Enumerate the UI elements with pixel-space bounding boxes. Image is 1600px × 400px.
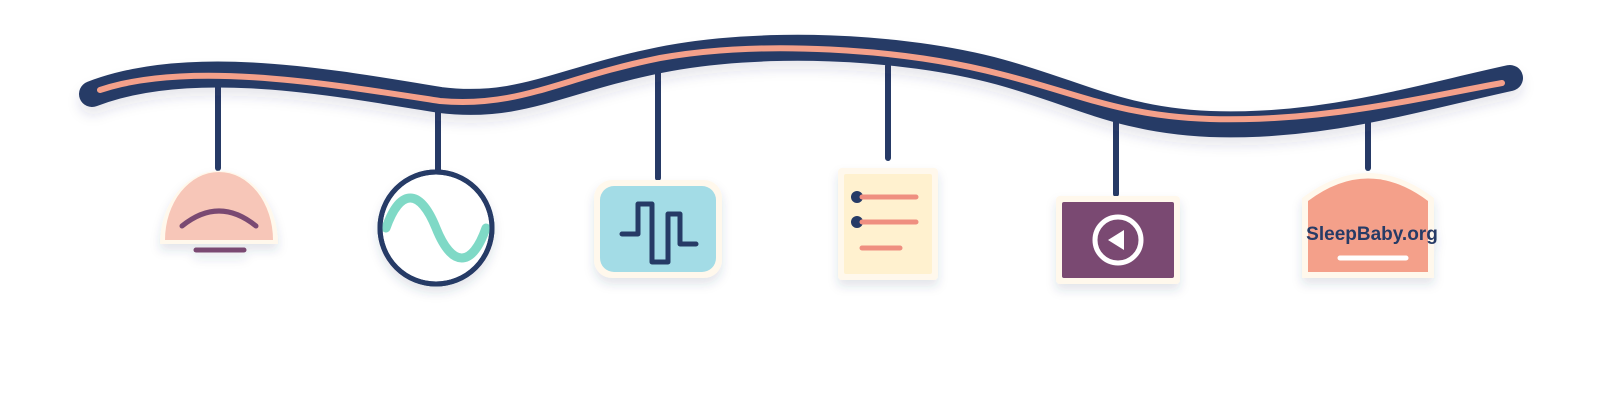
sleepy-eye-icon [179, 208, 259, 229]
rod-outer [79, 34, 1523, 138]
square-wave-icon [619, 201, 699, 265]
charm-sleepy-dome [160, 170, 278, 253]
brand-house-icon [1308, 178, 1428, 272]
charm-square-wave [594, 180, 722, 278]
play-back-icon [1108, 230, 1124, 250]
circle-ring [377, 169, 495, 287]
charm-brand-house: SleepBaby.org [1302, 173, 1438, 278]
list-bullet-1 [851, 191, 863, 203]
dome-body [165, 172, 273, 240]
square-body [600, 186, 716, 272]
wavy-rod [79, 34, 1523, 138]
rod-inner-stripe [97, 45, 1505, 123]
charm-list-card [838, 168, 938, 280]
list-icon [851, 191, 919, 251]
play-ring [1092, 214, 1144, 266]
brand-site-name: SleepBaby.org [1306, 224, 1438, 245]
sine-wave-icon [381, 193, 491, 263]
charm-play-screen [1056, 196, 1180, 284]
charm-sine-circle [377, 169, 495, 287]
list-bullet-2 [851, 216, 863, 228]
